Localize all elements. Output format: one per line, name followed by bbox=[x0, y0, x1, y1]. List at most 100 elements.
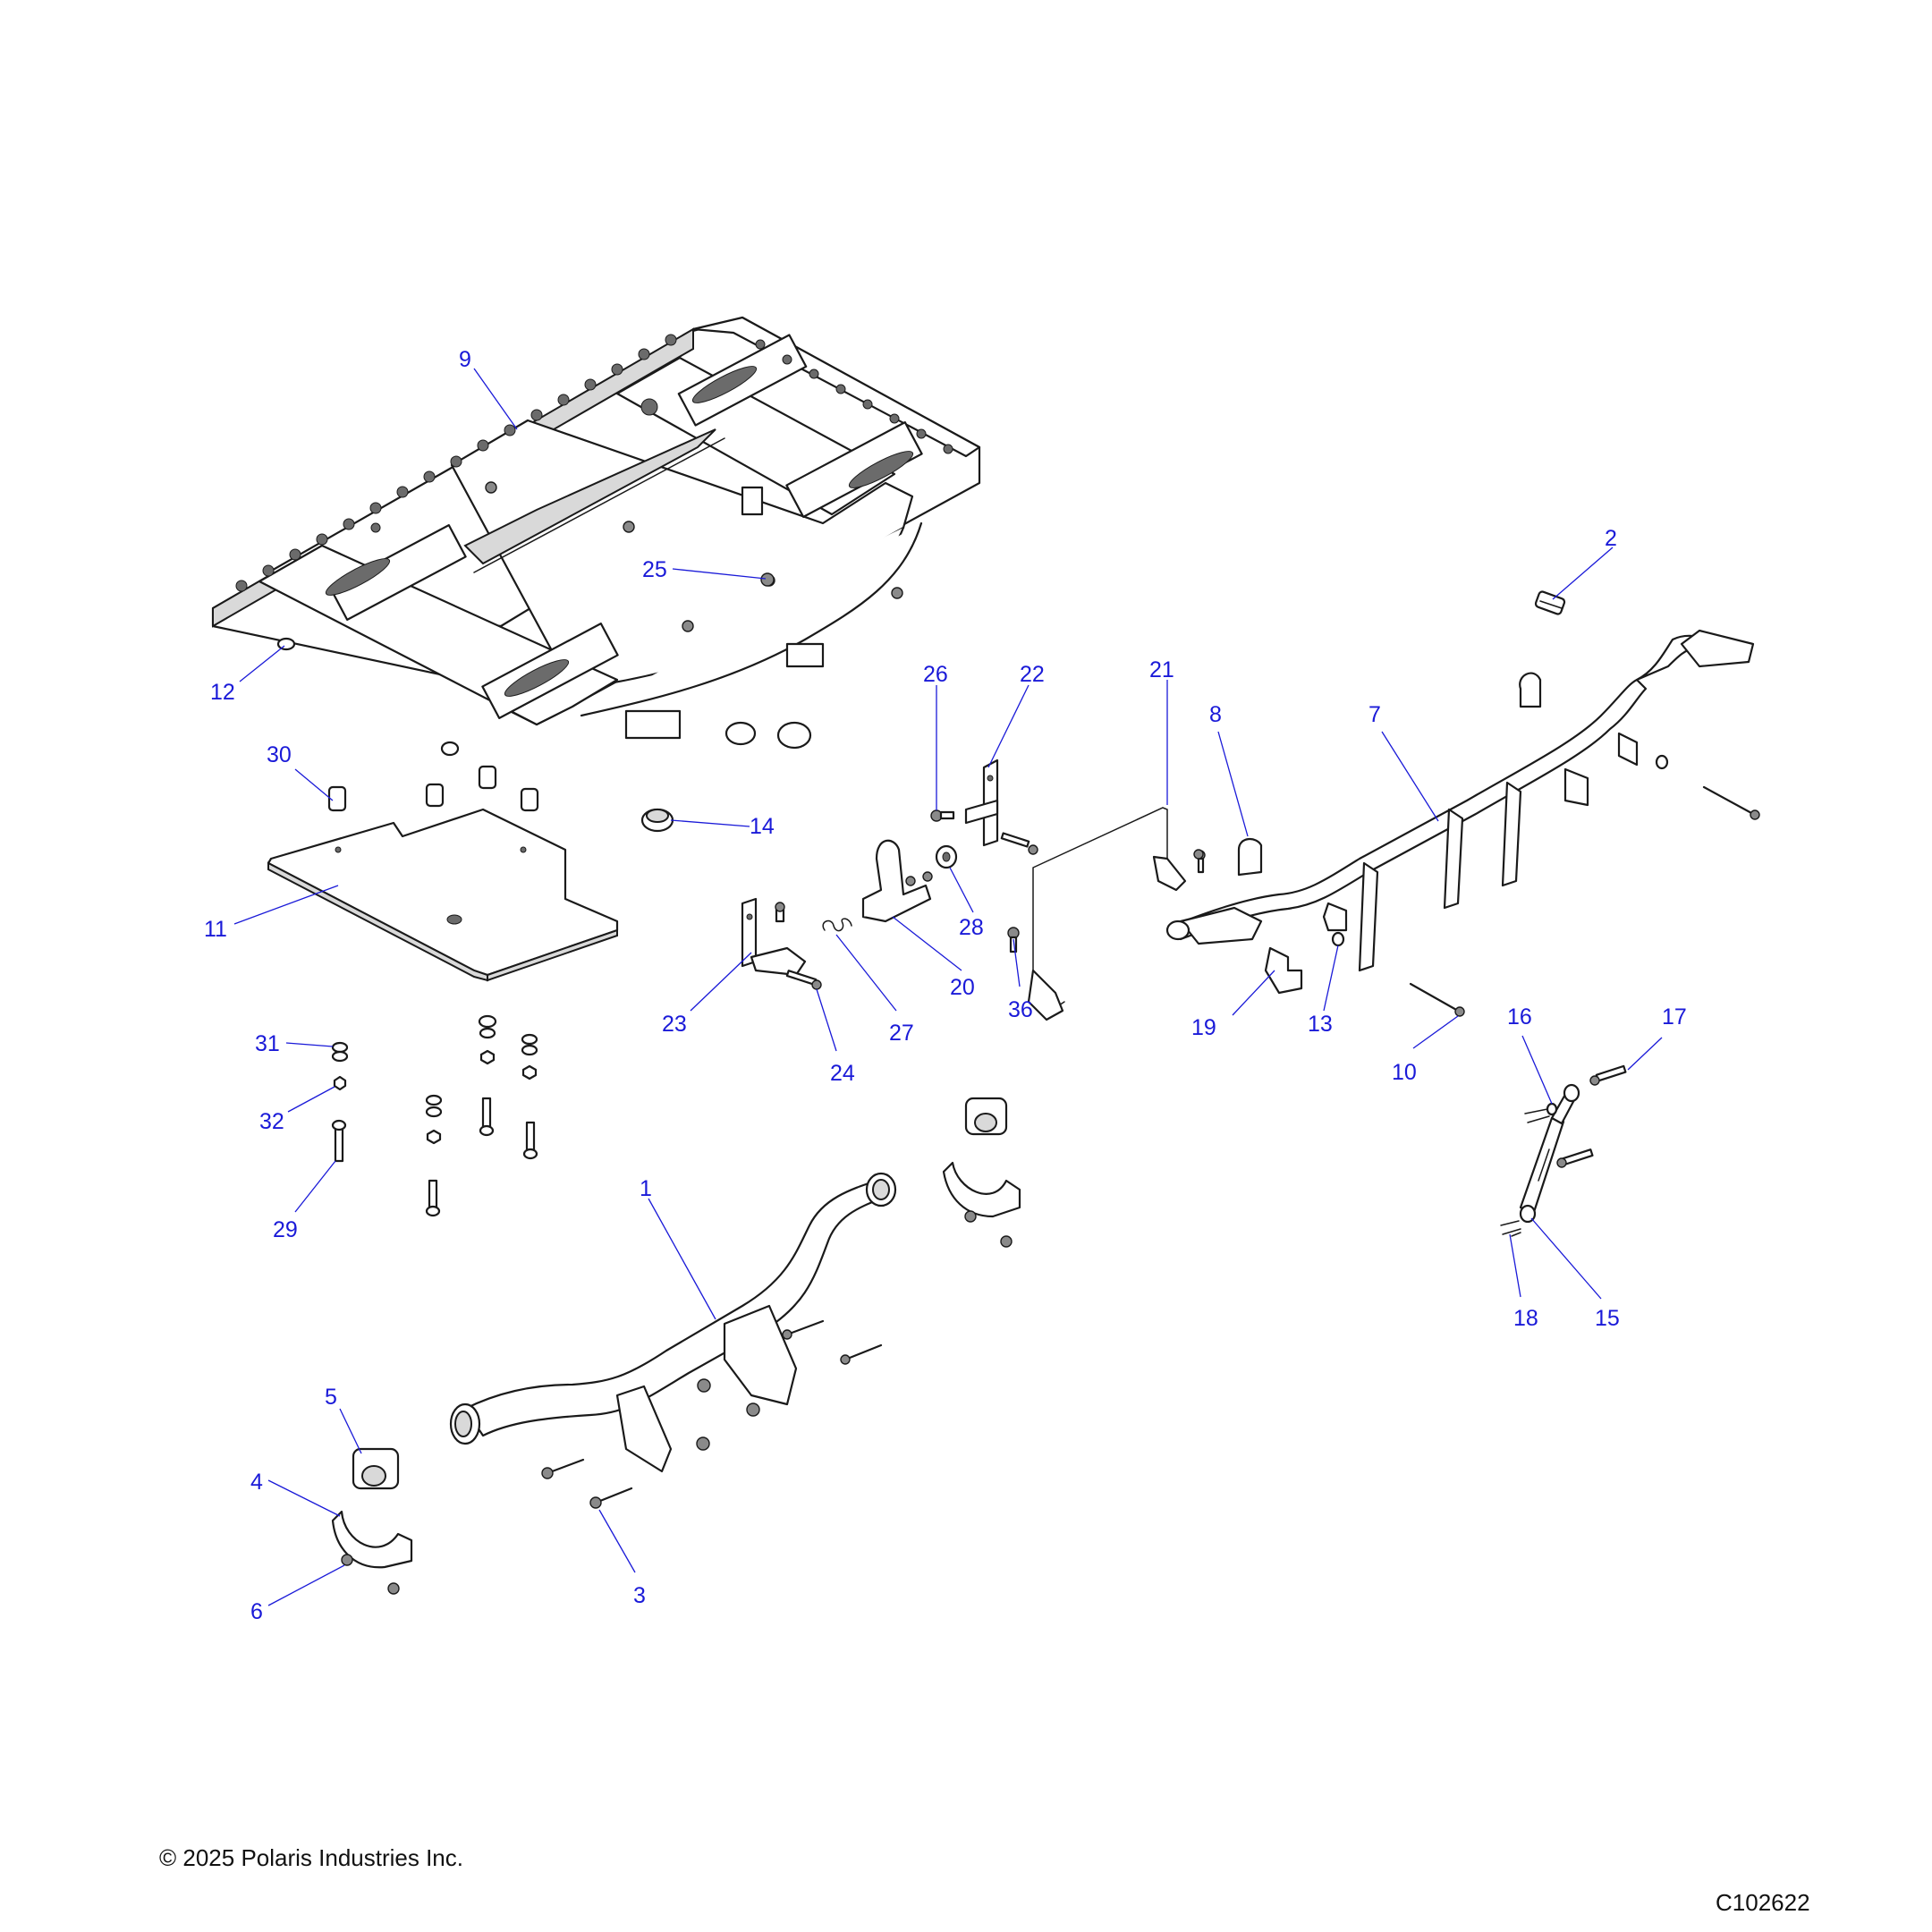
svg-text:31: 31 bbox=[255, 1031, 280, 1056]
callout-31: 31 bbox=[255, 1031, 334, 1056]
callout-19: 19 bbox=[1191, 970, 1275, 1040]
svg-text:10: 10 bbox=[1392, 1060, 1417, 1085]
callout-17: 17 bbox=[1627, 1004, 1687, 1071]
part-30-spacers bbox=[327, 765, 539, 812]
svg-text:11: 11 bbox=[204, 917, 227, 942]
part-25-nut bbox=[760, 572, 775, 587]
part-5-bushing bbox=[352, 1447, 400, 1490]
part-17-pin bbox=[1556, 1064, 1627, 1168]
svg-text:28: 28 bbox=[959, 915, 984, 940]
bolt-23 bbox=[775, 902, 785, 923]
callout-6: 6 bbox=[250, 1564, 345, 1624]
callout-1: 1 bbox=[640, 1176, 716, 1320]
svg-text:12: 12 bbox=[210, 680, 235, 705]
svg-text:4: 4 bbox=[250, 1470, 263, 1495]
callout-14: 14 bbox=[670, 814, 775, 839]
part-19-clamp bbox=[1264, 946, 1303, 995]
part-1-axle-tube bbox=[449, 1172, 897, 1509]
svg-text:36: 36 bbox=[1008, 997, 1033, 1022]
callout-16: 16 bbox=[1507, 1004, 1553, 1105]
callout-21: 21 bbox=[1149, 657, 1174, 805]
svg-text:6: 6 bbox=[250, 1599, 263, 1624]
copyright-notice: © 2025 Polaris Industries Inc. bbox=[159, 1844, 463, 1871]
callout-8: 8 bbox=[1209, 702, 1249, 837]
callout-7: 7 bbox=[1368, 702, 1439, 822]
clamp-right bbox=[942, 1097, 1021, 1248]
svg-text:20: 20 bbox=[950, 975, 975, 1000]
svg-text:13: 13 bbox=[1308, 1012, 1333, 1037]
svg-text:18: 18 bbox=[1513, 1306, 1538, 1331]
figure-id: C102622 bbox=[1716, 1889, 1810, 1916]
grommets-frame bbox=[440, 721, 812, 757]
callout-26: 26 bbox=[923, 662, 948, 810]
callout-13: 13 bbox=[1308, 945, 1339, 1037]
callout-23: 23 bbox=[662, 952, 752, 1037]
part-14-grommet bbox=[640, 808, 674, 833]
part-8-clamp bbox=[1237, 838, 1263, 877]
part-7-tow-bar bbox=[1165, 629, 1755, 972]
bolt-22 bbox=[1000, 832, 1038, 855]
svg-text:19: 19 bbox=[1191, 1015, 1216, 1040]
svg-text:23: 23 bbox=[662, 1012, 687, 1037]
callout-36: 36 bbox=[1008, 938, 1033, 1022]
svg-text:3: 3 bbox=[633, 1583, 646, 1608]
part-26-bolt bbox=[930, 809, 955, 822]
callout-30: 30 bbox=[267, 742, 334, 801]
svg-text:30: 30 bbox=[267, 742, 292, 767]
callout-15: 15 bbox=[1530, 1217, 1620, 1331]
bolt-near-8 bbox=[1193, 849, 1204, 860]
part-15-gas-strut bbox=[1519, 1083, 1580, 1224]
callout-11: 11 bbox=[204, 885, 339, 942]
frame-holes bbox=[235, 334, 953, 592]
part-6-bolt bbox=[341, 1554, 400, 1595]
part-4-clamp bbox=[331, 1510, 413, 1569]
svg-text:9: 9 bbox=[459, 347, 471, 372]
svg-text:15: 15 bbox=[1595, 1306, 1620, 1331]
part-28-bushing bbox=[935, 844, 958, 869]
part-9-cargo-frame bbox=[211, 316, 981, 740]
part-27-spring bbox=[822, 918, 852, 932]
svg-text:22: 22 bbox=[1020, 662, 1045, 687]
part-10-pin bbox=[1409, 785, 1760, 1017]
svg-text:16: 16 bbox=[1507, 1004, 1532, 1030]
svg-text:14: 14 bbox=[750, 814, 775, 839]
svg-text:27: 27 bbox=[889, 1021, 914, 1046]
part-21-rod bbox=[1027, 807, 1206, 1021]
callout-9: 9 bbox=[459, 347, 518, 430]
svg-text:8: 8 bbox=[1209, 702, 1222, 727]
hardware-stack bbox=[331, 1014, 538, 1217]
svg-text:25: 25 bbox=[642, 557, 667, 582]
part-18-clip bbox=[1500, 1220, 1521, 1237]
callout-22: 22 bbox=[987, 662, 1045, 768]
callout-18: 18 bbox=[1509, 1233, 1538, 1331]
callout-2: 2 bbox=[1552, 526, 1617, 600]
callout-12: 12 bbox=[210, 645, 285, 705]
callout-32: 32 bbox=[259, 1086, 335, 1134]
svg-text:29: 29 bbox=[273, 1217, 298, 1242]
callout-20: 20 bbox=[892, 916, 975, 1000]
part-13-washer bbox=[1331, 931, 1345, 947]
svg-text:24: 24 bbox=[830, 1061, 855, 1086]
part-24-bolt bbox=[785, 970, 822, 990]
clamp-upper-right bbox=[1322, 672, 1669, 932]
callout-25: 25 bbox=[642, 557, 767, 582]
callout-28: 28 bbox=[949, 867, 984, 940]
callout-4: 4 bbox=[250, 1470, 341, 1517]
svg-text:7: 7 bbox=[1368, 702, 1381, 727]
svg-text:2: 2 bbox=[1605, 526, 1617, 551]
part-2-cap bbox=[1534, 590, 1566, 615]
svg-text:32: 32 bbox=[259, 1109, 284, 1134]
part-11-skid-plate bbox=[267, 808, 619, 982]
part-36-bolt bbox=[1007, 927, 1020, 953]
svg-text:5: 5 bbox=[325, 1385, 337, 1410]
part-23-bracket bbox=[741, 897, 807, 977]
callout-29: 29 bbox=[273, 1160, 336, 1242]
svg-text:17: 17 bbox=[1662, 1004, 1687, 1030]
svg-text:26: 26 bbox=[923, 662, 948, 687]
svg-text:21: 21 bbox=[1149, 657, 1174, 682]
part-22-bracket bbox=[964, 758, 999, 847]
callout-10: 10 bbox=[1392, 1015, 1459, 1085]
callout-27: 27 bbox=[835, 934, 914, 1046]
part-20-latch bbox=[861, 839, 933, 923]
